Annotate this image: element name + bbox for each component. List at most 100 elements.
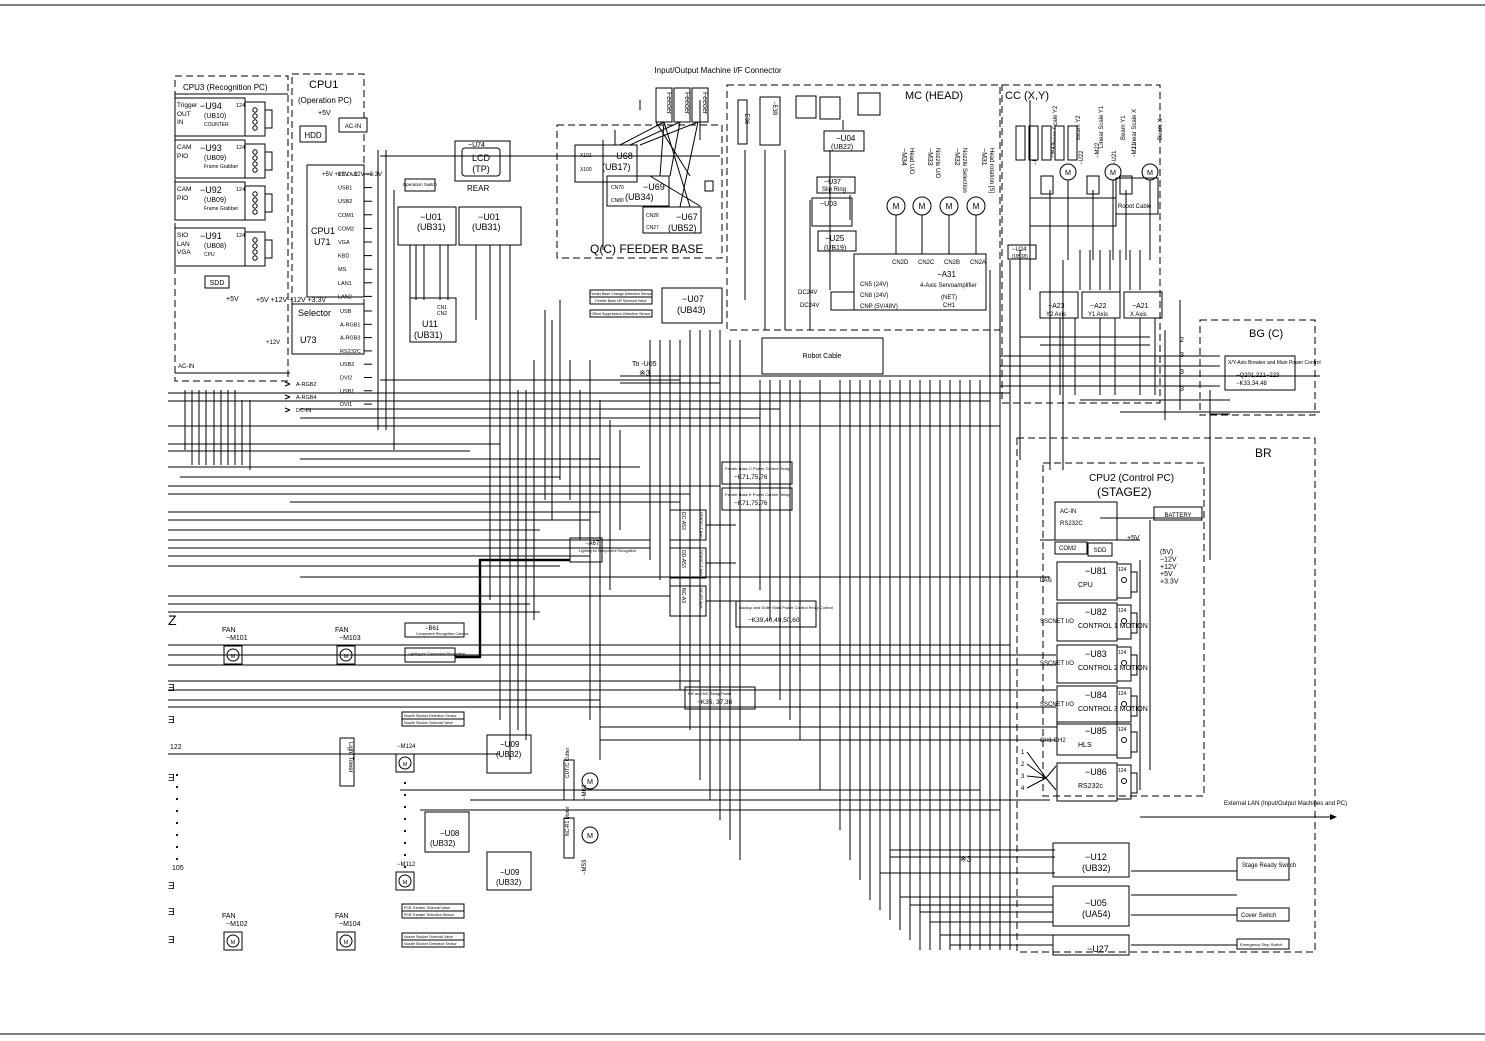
- svg-text:External LAN (Input/Output Mac: External LAN (Input/Output Machines and …: [1224, 801, 1347, 807]
- feeder-base-region: Q(C) FEEDER BASE: [556, 124, 723, 259]
- svg-text:DC24V: DC24V: [798, 290, 817, 296]
- svg-text:−M112: −M112: [397, 862, 416, 868]
- cpu1-port: VGA: [338, 240, 350, 246]
- svg-text:CPU1: CPU1: [311, 226, 335, 236]
- svg-text:(UB32): (UB32): [496, 878, 522, 887]
- svg-text:MC (HEAD): MC (HEAD): [905, 90, 963, 102]
- svg-text:−U27: −U27: [1087, 944, 1109, 954]
- axis-amp-code: DD-A53: [680, 550, 686, 568]
- svg-text:REAR: REAR: [467, 184, 489, 193]
- motor-label: Nozzle Selection: [961, 148, 967, 193]
- svg-text:−U07: −U07: [682, 294, 704, 304]
- axis-amp-code: −A21: [1132, 303, 1149, 310]
- svg-text:105: 105: [172, 865, 184, 872]
- unit-side-label: CAM: [177, 144, 191, 151]
- servo-connector: CN2A: [970, 260, 986, 266]
- motor-m124: M: [398, 756, 412, 770]
- cpu2-voltage: −12V: [1160, 556, 1177, 563]
- cpu2-unit-name: CONTROL 2 MOTION: [1078, 665, 1148, 672]
- svg-text:−U37: −U37: [824, 179, 841, 186]
- axis-amp-label: X Axis: [1130, 312, 1147, 318]
- svg-text:M: M: [919, 202, 926, 211]
- svg-text:(NET): (NET): [941, 295, 957, 301]
- linear-scale: Linear Scale X: [1132, 109, 1138, 148]
- cpu2-unit-code: −U83: [1085, 649, 1107, 659]
- svg-text:U71: U71: [314, 237, 331, 247]
- cpu2-unit-port: LAN: [1040, 578, 1052, 584]
- bus-number: 1: [1021, 750, 1025, 756]
- svg-text:CH1: CH1: [943, 303, 956, 309]
- servo-connector: CN2C: [918, 260, 935, 266]
- feeder-box: Feeder: [665, 92, 672, 115]
- cc-region: CC (X,Y): [1001, 84, 1161, 404]
- relay-panel-code: −K35, 37,38: [697, 699, 733, 706]
- svg-text:CUT/C Cutter: CUT/C Cutter: [565, 747, 571, 778]
- svg-text:M: M: [344, 654, 349, 660]
- svg-text:−E39: −E39: [771, 101, 777, 116]
- svg-text:3: 3: [1180, 369, 1184, 376]
- cpu2-voltage: +12V: [1160, 564, 1177, 571]
- fan-code: −M101: [226, 635, 248, 642]
- svg-text:−U01: −U01: [420, 212, 442, 222]
- diagram-title: Input/Output Machine I/F Connector: [654, 66, 782, 75]
- relay-panel-code: −K71,75,76: [734, 474, 768, 481]
- axis-amp-code: DC-A53: [680, 512, 686, 530]
- svg-text:3: 3: [1180, 386, 1184, 393]
- br-region: BR: [1016, 437, 1316, 953]
- svg-text:Robot Cable: Robot Cable: [803, 353, 842, 360]
- pcb-label: Nozzle Stocker Detection Sensor: [404, 942, 458, 946]
- svg-text:Cover Switch: Cover Switch: [1241, 913, 1276, 919]
- bus-number: 4: [1021, 786, 1025, 792]
- svg-text:※3: ※3: [639, 369, 651, 378]
- cpu3-units: TriggerOUTIN−U94(UB10)COUNTER124CAMPIO−U…: [174, 97, 273, 267]
- svg-text:(UB34): (UB34): [625, 192, 654, 202]
- external-lan: External LAN (Input/Output Machines and …: [1140, 801, 1347, 820]
- cpu1-port: MS: [338, 267, 347, 273]
- cut-off-symbol: Ǝ: [168, 935, 175, 946]
- selector-port: A-RGB1: [340, 322, 360, 328]
- port-label: 124: [236, 145, 245, 151]
- svg-text:Lighting for Component Recogni: Lighting for Component Recognition: [579, 549, 636, 553]
- selector-port: DVI1: [340, 402, 352, 408]
- svg-text:−E36: −E36: [743, 110, 749, 125]
- svg-text:−U08: −U08: [440, 829, 460, 838]
- svg-text:M: M: [231, 940, 236, 946]
- motor-label: Head rotation [S]: [988, 148, 994, 193]
- feeder-box: Feeder: [683, 92, 690, 115]
- svg-text:Stage Ready Switch: Stage Ready Switch: [1242, 863, 1296, 869]
- svg-text:M: M: [973, 202, 980, 211]
- svg-text:−U67: −U67: [676, 212, 698, 222]
- svg-text:(UB32): (UB32): [1082, 863, 1111, 873]
- svg-text:(UB19): (UB19): [824, 245, 846, 252]
- axis-amp-label: DD/O/C-T Axis: [699, 512, 704, 538]
- svg-text:−U74: −U74: [468, 142, 485, 149]
- svg-text:CN8 (24V): CN8 (24V): [860, 293, 888, 299]
- svg-text:M: M: [344, 940, 349, 946]
- cpu2-unit-port: SSCNET I/O: [1040, 619, 1074, 625]
- fan-label: FAN: [222, 913, 236, 920]
- svg-text:CPU1: CPU1: [309, 79, 338, 91]
- axis-amp-label: NC-R1 Axis: [699, 588, 704, 609]
- unit-side-label: CAM: [177, 186, 191, 193]
- cpu1-port: KBD: [338, 254, 349, 260]
- motor-code: −M31: [980, 148, 987, 166]
- cpu2-unit-name: RS232c: [1078, 783, 1103, 790]
- relay-panel-code: −K39,40,49,50,60: [748, 617, 800, 624]
- motor-label: Head U/D: [908, 148, 914, 175]
- svg-text:(UB32): (UB32): [430, 839, 456, 848]
- unit-board: (UB09): [204, 197, 226, 204]
- io-boards: −U12 (UB32) −U05 (UA54) −U27 Stage Ready…: [960, 842, 1296, 956]
- head-motor: M: [939, 196, 959, 216]
- svg-text:(STAGE2): (STAGE2): [1097, 485, 1151, 499]
- svg-text:Lighting for Component Recogni: Lighting for Component Recognition: [408, 652, 465, 656]
- nozzle-label: Nozzle Stocker Solenoid Valve: [404, 721, 453, 725]
- head-motor: M: [912, 196, 932, 216]
- u11-board: U11 (UB31) CN1 CN2: [409, 297, 457, 343]
- cpu1-port: LAN2: [338, 294, 352, 300]
- fan-motor: M: [226, 934, 240, 948]
